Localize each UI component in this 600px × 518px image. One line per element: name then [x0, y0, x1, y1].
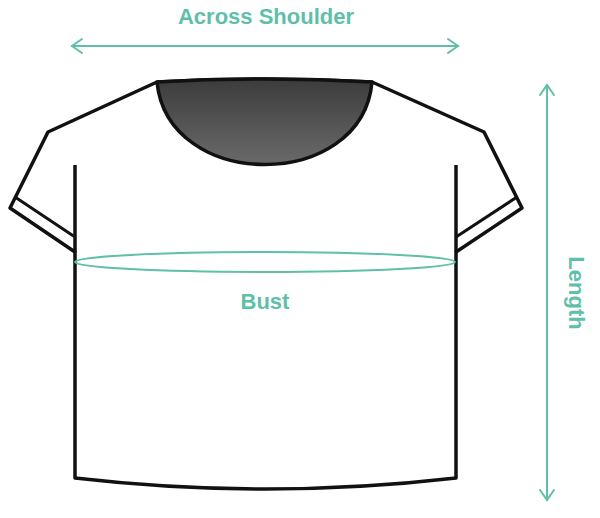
sleeve-cuff	[456, 197, 517, 237]
side-seam	[73, 165, 77, 252]
shoulder-arrow	[72, 39, 458, 53]
bust-ellipse	[75, 252, 455, 272]
length-arrow	[540, 85, 554, 500]
sleeve-cuff	[15, 197, 75, 237]
dimension-label: Length	[565, 256, 587, 329]
shirt-outline	[10, 79, 522, 489]
dimension-label: Across Shoulder	[178, 6, 354, 28]
dimension-label: Bust	[241, 291, 290, 313]
neck-opening	[157, 79, 372, 165]
side-seam	[454, 165, 458, 252]
